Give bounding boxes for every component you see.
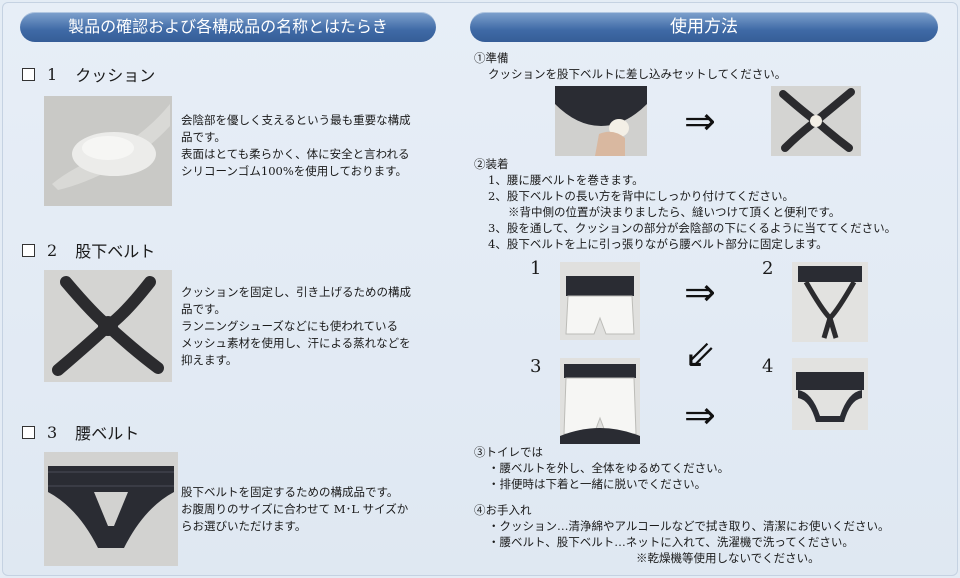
section-cushion-heading: 1 クッション (22, 62, 155, 86)
wear-step-1: 1、腰に腰ベルトを巻きます。 (488, 173, 644, 187)
checkbox-icon (22, 67, 35, 81)
care-line-1: ・クッション…清浄綿やアルコールなどで拭き取り、清潔にお使いください。 (488, 519, 890, 533)
step-4-photo (792, 358, 868, 430)
toilet-line-2: ・排便時は下着と一緒に脱いでください。 (488, 477, 707, 491)
wear-step-3: 3、股を通して、クッションの部分が会陰部の下にくるように当ててください。 (488, 221, 897, 235)
section-title: クッション (75, 66, 156, 85)
care-note: ※乾燥機等使用しないでください。 (636, 551, 820, 565)
toilet-line-1: ・腰ベルトを外し、全体をゆるめてください。 (488, 461, 730, 475)
toilet-title: ③トイレでは (474, 445, 543, 459)
waist-belt-photo (44, 452, 178, 566)
checkbox-icon (22, 425, 35, 439)
cushion-description: 会陰部を優しく支えるという最も重要な構成 品です。 表面はとても柔らかく、体に安… (181, 113, 411, 178)
care-line-2: ・腰ベルト、股下ベルト…ネットに入れて、洗濯機で洗ってください。 (488, 535, 854, 549)
checkbox-icon (22, 243, 35, 257)
section-number: 1 (47, 64, 58, 84)
step-3-photo (560, 358, 640, 444)
prep-text: クッションを股下ベルトに差し込みセットしてください。 (488, 67, 787, 81)
section-number: 2 (47, 240, 58, 260)
right-arrow-icon: ⇒ (684, 393, 716, 437)
section-title: 股下ベルト (75, 242, 156, 261)
step-1-photo (560, 262, 640, 340)
cushion-photo (44, 96, 172, 206)
step-number-4: 4 (762, 356, 774, 377)
right-arrow-icon: ⇒ (684, 270, 716, 314)
care-title: ④お手入れ (474, 503, 532, 517)
step-number-2: 2 (762, 258, 774, 279)
step-2-photo (792, 262, 868, 342)
right-arrow-icon: ⇒ (684, 99, 716, 143)
section-number: 3 (47, 422, 58, 442)
section-crotch-belt-heading: 2 股下ベルト (22, 238, 155, 262)
usage-header: 使用方法 (470, 12, 938, 42)
prep-title: ①準備 (474, 51, 509, 65)
crotch-belt-description: クッションを固定し、引き上げるための構成 品です。 ランニングシューズなどにも使… (181, 285, 411, 367)
prep-photo-set (771, 86, 861, 156)
wear-note: ※背中側の位置が決まりましたら、縫いつけて頂くと便利です。 (508, 205, 841, 219)
wear-title: ②装着 (474, 157, 509, 171)
waist-belt-description: 股下ベルトを固定するための構成品です。 お腹周りのサイズに合わせて M･L サイ… (181, 485, 409, 533)
section-title: 腰ベルト (75, 424, 140, 443)
wear-step-4: 4、股下ベルトを上に引っ張りながら腰ベルト部分に固定します。 (488, 237, 828, 251)
wear-step-2: 2、股下ベルトの長い方を背中にしっかり付けてください。 (488, 189, 794, 203)
prep-photo-insert (555, 86, 647, 156)
diagonal-arrow-icon: ⇙ (684, 332, 716, 376)
crotch-belt-photo (44, 270, 172, 382)
section-waist-belt-heading: 3 腰ベルト (22, 420, 139, 444)
components-header: 製品の確認および各構成品の名称とはたらき (20, 12, 436, 42)
step-number-1: 1 (530, 258, 542, 279)
step-number-3: 3 (530, 356, 542, 377)
